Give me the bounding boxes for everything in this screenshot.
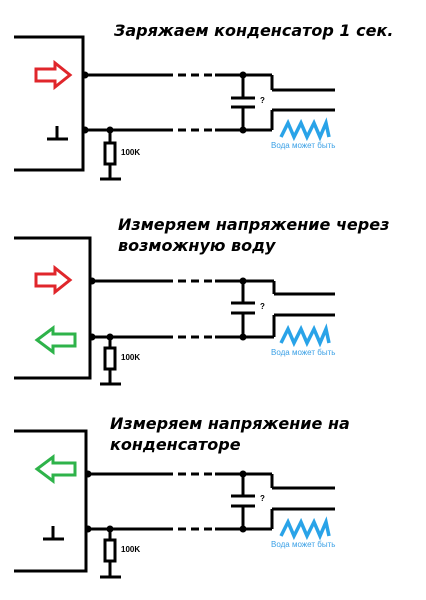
panel-title: Измеряем напряжение через возможную воду (118, 215, 390, 255)
mcu-outline (14, 35, 85, 172)
ground-icon (43, 526, 64, 541)
water-label: Вода может быть (271, 141, 336, 150)
resistor (100, 333, 121, 386)
left-arrow-outline-icon (34, 454, 77, 484)
circuit-diagram (14, 429, 335, 579)
water-wave-icon (279, 323, 331, 348)
capacitor-label: ? (260, 96, 265, 105)
resistor (100, 126, 121, 181)
capacitor-label: ? (260, 302, 265, 311)
right-arrow-outline-icon (34, 59, 73, 91)
water-wave-icon (279, 117, 331, 142)
panel-title: Измеряем напряжение на конденсаторе (110, 414, 350, 454)
capacitor-label: ? (260, 494, 265, 503)
ground-icon (47, 126, 68, 141)
panel-charge: Заряжаем конденсатор 1 сек. 100K ? Вода … (0, 0, 426, 190)
panel-measure-capacitor: Измеряем напряжение на конденсаторе 100K… (0, 400, 426, 600)
mcu-outline (14, 236, 92, 380)
capacitor (231, 470, 255, 533)
right-arrow-outline-icon (34, 264, 73, 296)
water-wave-icon (279, 516, 331, 541)
panel-title: Заряжаем конденсатор 1 сек. (114, 21, 394, 40)
circuit-diagram (14, 35, 335, 181)
panel-measure-water: Измеряем напряжение через возможную воду… (0, 200, 426, 400)
resistor-label: 100K (121, 148, 141, 157)
capacitor (231, 277, 255, 341)
water-label: Вода может быть (271, 348, 336, 357)
resistor (100, 525, 121, 579)
left-arrow-outline-icon (34, 325, 77, 355)
resistor-label: 100K (121, 353, 141, 362)
water-label: Вода может быть (271, 540, 336, 549)
circuit-diagram (14, 236, 335, 386)
resistor-label: 100K (121, 545, 141, 554)
mcu-outline (14, 429, 88, 573)
capacitor (231, 71, 255, 134)
